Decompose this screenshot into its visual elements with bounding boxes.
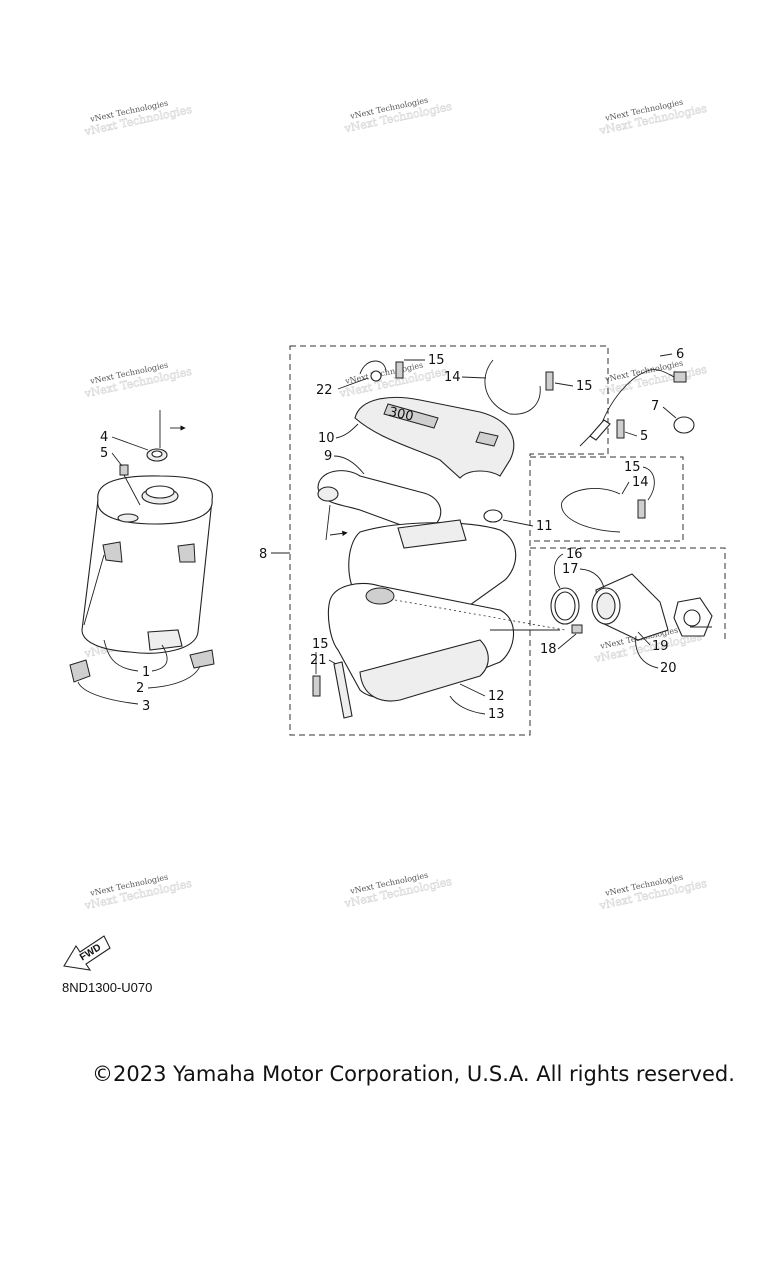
svg-text:1: 1	[142, 665, 150, 680]
muffler-body	[81, 475, 213, 654]
svg-text:2: 2	[136, 681, 144, 696]
part-15-spring-top	[395, 361, 404, 379]
callout-15-mid: 15	[554, 379, 593, 394]
assembly-outline-8	[271, 345, 609, 736]
callout-6: 6	[659, 347, 684, 362]
muffler-part-5-spring	[119, 464, 141, 506]
callout-15-right: 15	[624, 460, 655, 501]
svg-text:10: 10	[318, 431, 335, 446]
callout-15-top: 15	[404, 353, 445, 368]
exhaust-pipe-10-cover: 300	[354, 396, 515, 479]
exhaust-chamber-12-13	[327, 519, 566, 702]
callout-5-left: 5	[100, 446, 123, 467]
part-5-spring-right	[616, 419, 625, 439]
callout-11: 11	[502, 519, 553, 534]
svg-text:14: 14	[444, 370, 461, 385]
svg-text:15: 15	[428, 353, 445, 368]
part-11-bracket	[483, 509, 503, 523]
callout-15-lower: 15	[312, 637, 329, 674]
part-18-sensor-fitting	[571, 624, 583, 634]
part-14-ring-right	[561, 488, 621, 533]
exhaust-pipe-9	[317, 470, 442, 541]
part-15-spring-right	[637, 499, 646, 519]
muffler-parts-2-3-dampers	[69, 649, 215, 683]
svg-text:21: 21	[310, 653, 327, 668]
svg-text:4: 4	[100, 430, 108, 445]
svg-text:14: 14	[632, 475, 649, 490]
svg-text:5: 5	[640, 429, 648, 444]
callout-21: 21	[310, 653, 337, 668]
part-16-gasket	[550, 587, 580, 625]
callout-14-right: 14	[621, 475, 649, 495]
callout-18: 18	[540, 633, 577, 657]
muffler-part-4-grommet	[146, 410, 186, 462]
part-22-clamp	[359, 360, 387, 382]
part-21-strap	[333, 661, 353, 719]
callout-9: 9	[324, 449, 365, 475]
part-7-ring	[673, 416, 695, 434]
svg-text:20: 20	[660, 661, 677, 676]
part-15-spring-lower	[312, 675, 321, 697]
copyright-notice: ©2023 Yamaha Motor Corporation, U.S.A. A…	[92, 1062, 735, 1086]
callout-10: 10	[318, 423, 359, 446]
callout-17: 17	[562, 562, 605, 589]
svg-text:22: 22	[316, 383, 333, 398]
cover-emboss-label: 300	[387, 405, 414, 425]
callout-7: 7	[651, 399, 677, 419]
callout-20: 20	[635, 635, 677, 676]
part-6-sensor	[579, 369, 687, 447]
svg-text:19: 19	[652, 639, 669, 654]
diagram-code: 8ND1300-U070	[62, 980, 153, 995]
callout-12: 12	[459, 683, 505, 704]
callout-22: 22	[316, 377, 369, 398]
svg-text:15: 15	[576, 379, 593, 394]
svg-text:15: 15	[312, 637, 329, 652]
part-20-flange-gasket	[673, 597, 713, 637]
svg-text:3: 3	[142, 699, 150, 714]
svg-text:12: 12	[488, 689, 505, 704]
svg-text:8: 8	[259, 547, 267, 562]
svg-text:17: 17	[562, 562, 579, 577]
callout-8: 8	[259, 547, 267, 562]
assembly-outline-16-20	[530, 547, 726, 640]
callout-5-right: 5	[624, 429, 648, 444]
part-14-ring-top	[484, 359, 541, 415]
svg-text:9: 9	[324, 449, 332, 464]
fwd-arrow-icon: FWD	[63, 935, 111, 971]
callout-13: 13	[449, 695, 505, 722]
svg-text:18: 18	[540, 642, 557, 657]
callout-1: 1	[103, 639, 168, 680]
part-17-outlet-pipe	[591, 573, 669, 641]
assembly-outline-14-15	[530, 456, 684, 542]
svg-text:16: 16	[566, 547, 583, 562]
callout-3: 3	[77, 681, 150, 714]
svg-text:6: 6	[676, 347, 684, 362]
callout-2: 2	[136, 665, 201, 696]
callout-19: 19	[637, 631, 669, 654]
callout-16: 16	[553, 547, 583, 589]
callout-4: 4	[100, 430, 149, 451]
svg-text:7: 7	[651, 399, 659, 414]
part-15-spring-mid	[545, 371, 554, 391]
callout-14-top: 14	[444, 370, 487, 385]
svg-text:15: 15	[624, 460, 641, 475]
svg-text:11: 11	[536, 519, 553, 534]
svg-text:5: 5	[100, 446, 108, 461]
svg-text:13: 13	[488, 707, 505, 722]
